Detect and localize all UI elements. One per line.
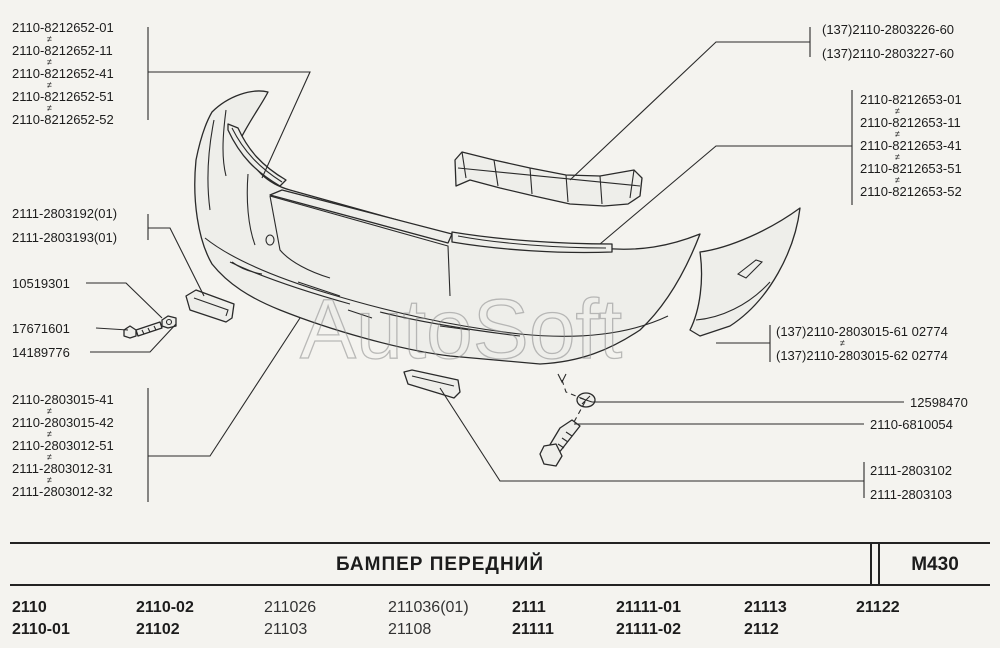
model-column: 21113 2112 [744, 597, 787, 641]
callout-plug: 2111-2803102 2111-2803103 [870, 463, 952, 502]
callout-label: 2111-2803192(01) [12, 206, 117, 221]
model-link[interactable]: 2111 [512, 599, 546, 616]
not-equal-mark: ≠ [47, 103, 52, 113]
model-link[interactable]: 21113 [744, 599, 787, 616]
model-column: 21111-01 21111-02 [616, 597, 681, 641]
mounting-bolt-part[interactable] [539, 419, 581, 467]
fog-lamp-cover-part[interactable] [185, 289, 235, 323]
callout-label: 2111-2803012-32 [12, 484, 113, 499]
not-equal-mark: ≠ [47, 429, 52, 439]
model-list: 2110 2110-01 2110-02 21102 211026 21103 … [0, 597, 1000, 648]
not-equal-mark: ≠ [47, 80, 52, 90]
callout-label: 2110-6810054 [870, 417, 953, 432]
model-link[interactable]: 2112 [744, 621, 779, 638]
model-column: 2111 21111 [512, 597, 554, 641]
bumper-side-wing-part[interactable] [689, 207, 801, 337]
energy-absorber-grille-part[interactable] [454, 151, 643, 207]
not-equal-mark: ≠ [895, 129, 900, 139]
upper-trim-strip-part[interactable] [269, 189, 613, 254]
callout-label: (137)2110-2803227-60 [822, 46, 954, 61]
model-link[interactable]: 211026 [264, 599, 317, 616]
exploded-view-drawing: AutoSoft 2110-8212652-01 ≠ 2110-8212652-… [12, 20, 968, 502]
callout-label: 17671601 [12, 321, 70, 336]
callout-label: 2110-8212652-11 [12, 43, 113, 58]
callout-label: 2110-8212653-01 [860, 92, 962, 107]
title-divider [870, 544, 880, 584]
sheet-code: M430 [911, 554, 959, 575]
model-link[interactable]: 21111 [512, 621, 554, 638]
model-link[interactable]: 21122 [856, 599, 900, 616]
callout-label: 2110-8212652-41 [12, 66, 114, 81]
callout-label: 2110-2803012-51 [12, 438, 114, 453]
callout-label: 14189776 [12, 345, 70, 360]
callout-label: 2111-2803012-31 [12, 461, 113, 476]
fastener-screw-part[interactable] [123, 321, 163, 339]
model-link[interactable]: 21111-02 [616, 621, 681, 638]
callout-grille-top: (137)2110-2803226-60 (137)2110-2803227-6… [822, 22, 954, 61]
callout-label: (137)2110-2803226-60 [822, 22, 954, 37]
assembly-axis-line [561, 379, 587, 423]
not-equal-mark: ≠ [895, 175, 900, 185]
model-link[interactable]: 21111-01 [616, 599, 681, 616]
model-link[interactable]: 21108 [388, 621, 432, 638]
model-column: 21122 [856, 597, 900, 619]
callout-bumper-cover: 2110-2803015-41 ≠ 2110-2803015-42 ≠ 2110… [12, 392, 114, 499]
callout-label: (137)2110-2803015-62 02774 [776, 348, 948, 363]
callout-clip: 12598470 [910, 395, 968, 410]
callout-label: 2110-8212653-51 [860, 161, 962, 176]
callout-label: 2110-8212653-11 [860, 115, 961, 130]
model-column: 211026 21103 [264, 597, 316, 641]
leader-lines [86, 27, 904, 502]
model-link[interactable]: 2110-01 [12, 621, 70, 638]
callout-label: (137)2110-2803015-61 02774 [776, 324, 948, 339]
model-link[interactable]: 2110-02 [136, 599, 194, 616]
not-equal-mark: ≠ [47, 57, 52, 67]
not-equal-mark: ≠ [47, 406, 52, 416]
model-column: 211036(01) 21108 [388, 597, 469, 641]
left-mounting-bracket-part[interactable] [227, 123, 287, 187]
callout-label: 2111-2803102 [870, 463, 952, 478]
not-equal-mark: ≠ [895, 106, 900, 116]
callout-label: 2110-8212652-51 [12, 89, 114, 104]
callout-label: 2110-8212653-41 [860, 138, 962, 153]
callout-bolt: 2110-6810054 [870, 417, 953, 432]
not-equal-mark: ≠ [47, 34, 52, 44]
callout-fasteners: 10519301 17671601 14189776 [12, 276, 70, 360]
callout-label: 10519301 [12, 276, 70, 291]
not-equal-mark: ≠ [895, 152, 900, 162]
callout-bracket-right-top: 2110-8212653-01 ≠ 2110-8212653-11 ≠ 2110… [860, 92, 962, 199]
not-equal-mark: ≠ [840, 338, 845, 348]
watermark-text: AutoSoft [300, 282, 622, 376]
callout-bracket-left-top: 2110-8212652-01 ≠ 2110-8212652-11 ≠ 2110… [12, 20, 114, 127]
callout-label: 2110-2803015-41 [12, 392, 114, 407]
callout-label: 2110-8212652-01 [12, 20, 114, 35]
callout-label: 2111-2803103 [870, 487, 952, 502]
callout-label: 2110-2803015-42 [12, 415, 114, 430]
tow-hook-plug-part[interactable] [403, 369, 461, 399]
model-link[interactable]: 21102 [136, 621, 180, 638]
callout-label: 2111-2803193(01) [12, 230, 117, 245]
page-title: БАМПЕР ПЕРЕДНИЙ [335, 554, 544, 575]
title-bar: БАМПЕР ПЕРЕДНИЙ M430 [10, 542, 990, 586]
callout-fog-cover: 2111-2803192(01) 2111-2803193(01) [12, 206, 117, 245]
not-equal-mark: ≠ [47, 452, 52, 462]
model-link[interactable]: 2110 [12, 599, 47, 616]
model-column: 2110 2110-01 [12, 597, 70, 641]
callout-label: 2110-8212653-52 [860, 184, 962, 199]
callout-label: 12598470 [910, 395, 968, 410]
model-column: 2110-02 21102 [136, 597, 194, 641]
callout-label: 2110-8212652-52 [12, 112, 114, 127]
clip-nut-part[interactable] [576, 392, 596, 408]
assembly-arrow-icon [557, 373, 567, 384]
model-link[interactable]: 211036(01) [388, 599, 469, 616]
callout-bumper-assembly: (137)2110-2803015-61 02774 ≠ (137)2110-2… [776, 324, 948, 363]
model-link[interactable]: 21103 [264, 621, 308, 638]
not-equal-mark: ≠ [47, 475, 52, 485]
